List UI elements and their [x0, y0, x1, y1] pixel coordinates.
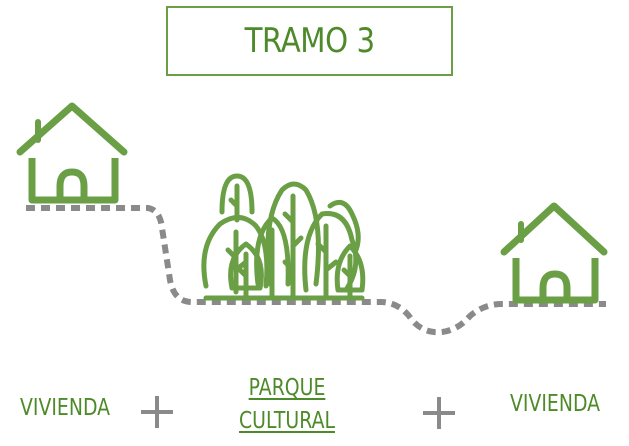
label-parque: PARQUE	[248, 375, 326, 401]
plus-icon	[423, 397, 455, 429]
dotted-path	[26, 205, 606, 336]
trees-icon	[201, 173, 366, 301]
label-parque-cultural: PARQUE CULTURAL	[229, 372, 345, 438]
label-cultural: CULTURAL	[239, 408, 335, 434]
title-text: TRAMO 3	[244, 21, 375, 61]
house-icon	[16, 102, 128, 204]
title-box: TRAMO 3	[166, 6, 453, 76]
plus-icon	[141, 396, 173, 428]
label-vivienda-left: VIVIENDA	[20, 395, 111, 421]
label-vivienda-right: VIVIENDA	[510, 391, 601, 417]
house-icon	[500, 202, 608, 304]
